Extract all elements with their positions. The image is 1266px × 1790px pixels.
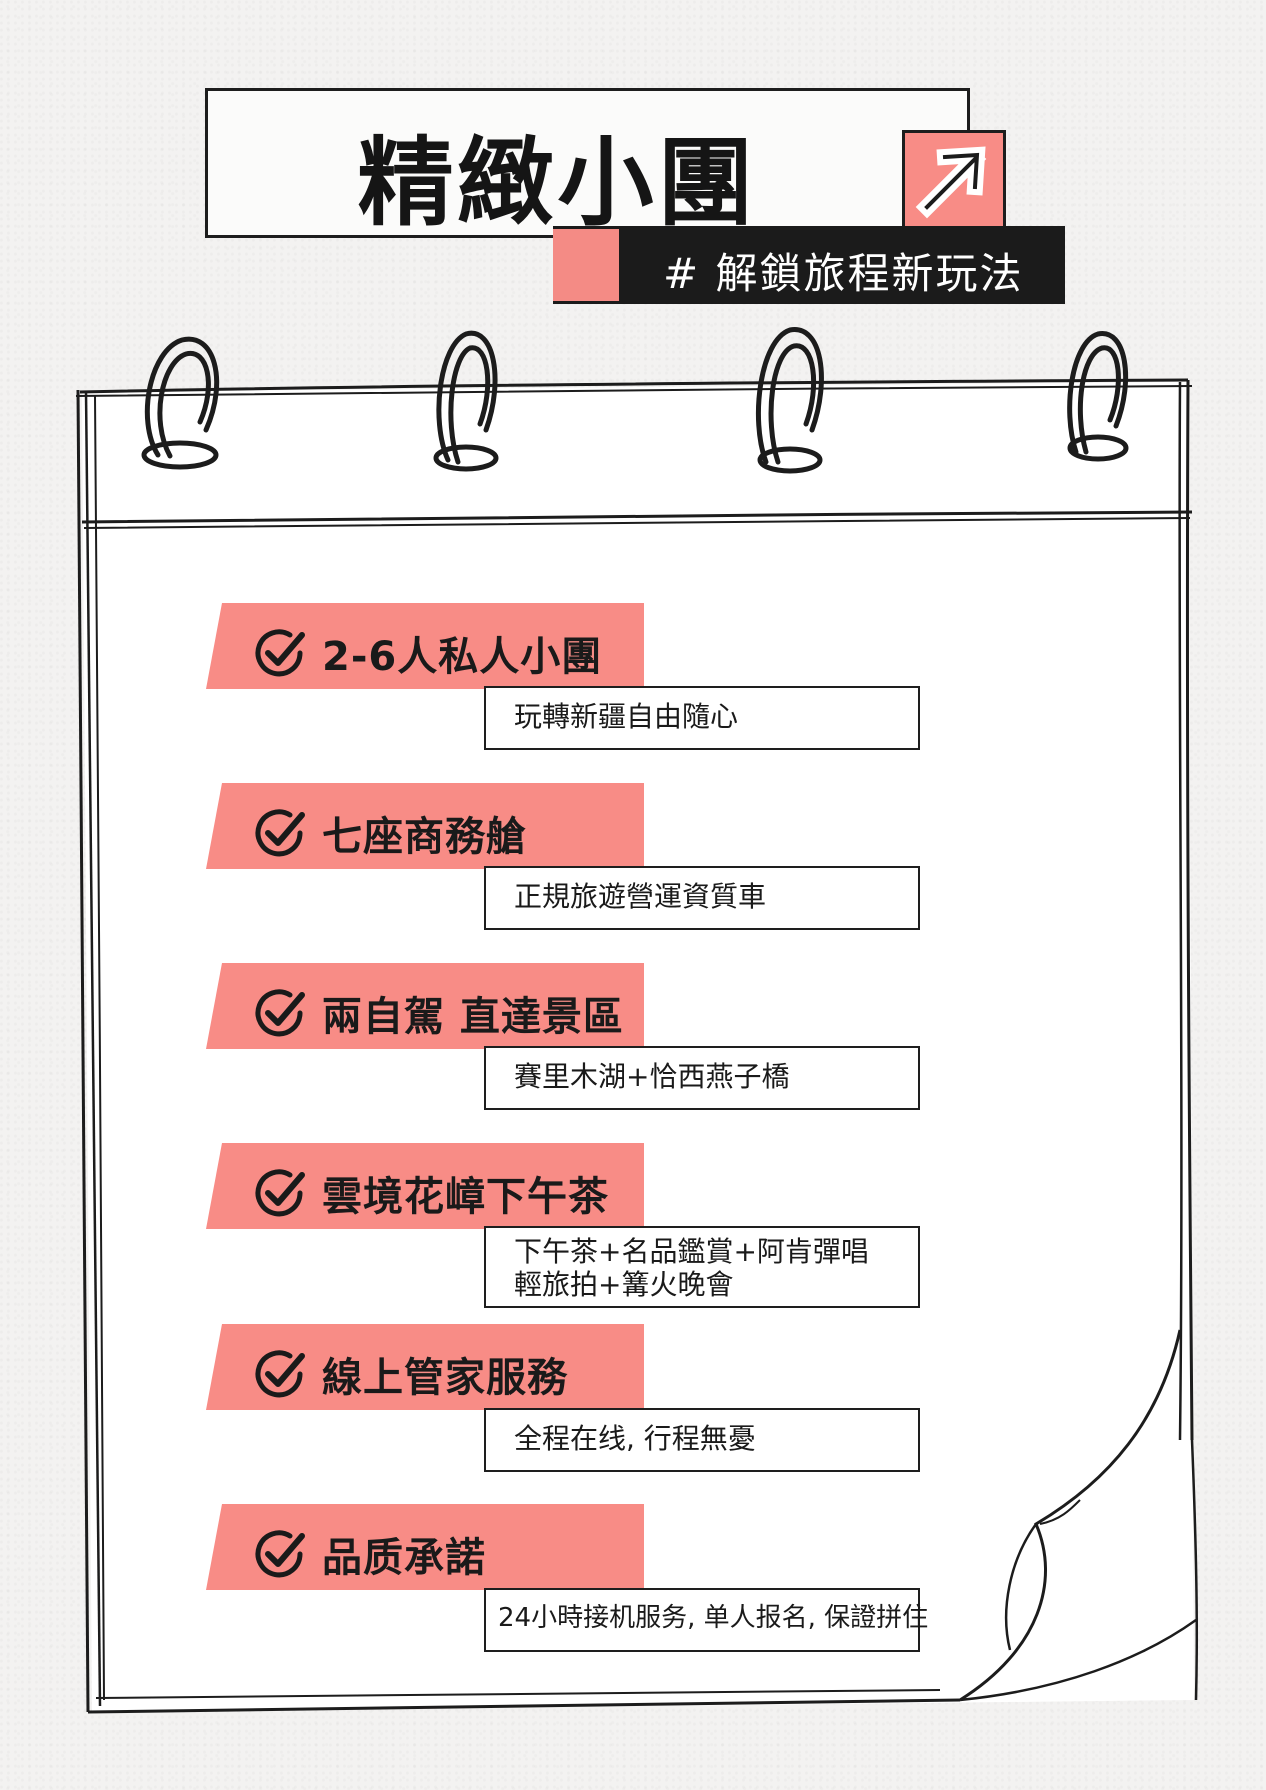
- ring-2: [433, 330, 499, 472]
- check-circle-icon: [255, 989, 305, 1037]
- item-title: 2-6人私人小團: [322, 634, 603, 680]
- item-title: 品质承諾: [322, 1535, 486, 1581]
- ring-1: [141, 336, 220, 470]
- tagline-text: # 解鎖旅程新玩法: [663, 249, 1024, 298]
- item-description-line: 玩轉新疆自由隨心: [514, 700, 739, 733]
- title-box: 精緻小團: [205, 88, 970, 239]
- item-description: 全程在线, 行程無憂: [484, 1408, 920, 1472]
- item-title: 雲境花嶂下午茶: [322, 1174, 609, 1220]
- check-circle-icon: [255, 1350, 305, 1398]
- item-description-line: 正規旅遊營運資質車: [514, 880, 767, 913]
- check-circle-icon: [255, 629, 305, 677]
- check-circle-icon: [255, 1530, 305, 1578]
- item-title: 兩自駕 直達景區: [322, 994, 624, 1040]
- item-title: 線上管家服務: [322, 1355, 568, 1401]
- arrow-badge: [902, 130, 1006, 230]
- item-description: 玩轉新疆自由隨心: [484, 686, 920, 750]
- tagline-banner: # 解鎖旅程新玩法: [553, 226, 1065, 304]
- item-title: 七座商務艙: [322, 814, 527, 860]
- item-description: 24小時接机服务, 单人报名, 保證拼住: [484, 1588, 929, 1652]
- item-description-line: 輕旅拍+篝火晚會: [514, 1268, 734, 1301]
- check-circle-icon: [255, 1169, 305, 1217]
- page-title: 精緻小團: [357, 127, 758, 239]
- item-description: 賽里木湖+恰西燕子橋: [484, 1046, 920, 1110]
- item-description-line: 24小時接机服务, 单人报名, 保證拼住: [498, 1603, 929, 1633]
- ring-4: [1067, 331, 1129, 462]
- check-circle-icon: [255, 809, 305, 857]
- arrow-up-right-icon: [915, 146, 987, 219]
- item-description-line: 全程在线, 行程無憂: [514, 1422, 756, 1455]
- item-description: 正規旅遊營運資質車: [484, 866, 920, 930]
- item-description-line: 賽里木湖+恰西燕子橋: [514, 1060, 790, 1093]
- ring-3: [755, 327, 824, 474]
- item-description-line: 下午茶+名品鑑賞+阿肯彈唱: [514, 1235, 869, 1268]
- tagline-swatch: [553, 229, 619, 301]
- item-description: 下午茶+名品鑑賞+阿肯彈唱 輕旅拍+篝火晚會: [484, 1226, 920, 1308]
